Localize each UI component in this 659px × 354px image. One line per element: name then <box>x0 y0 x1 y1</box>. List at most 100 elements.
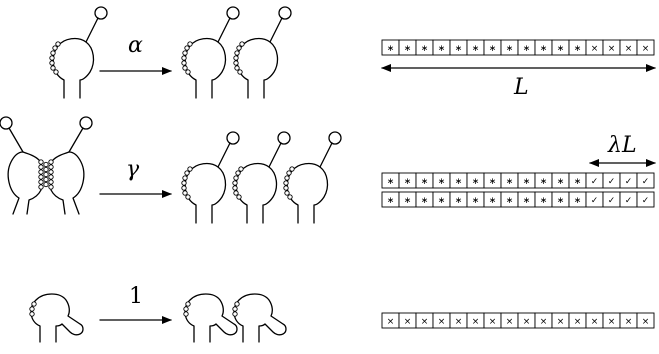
sequence-cell: × <box>483 312 502 329</box>
sequence-cell-symbol: × <box>608 317 616 327</box>
sequence-cell-symbol: × <box>540 317 548 327</box>
sequence-cell-symbol: ∗ <box>404 44 412 54</box>
sequence-cell-symbol: ∗ <box>574 196 582 206</box>
sequence-cell-symbol: ∗ <box>404 177 412 187</box>
sequence-cell: ∗ <box>432 172 451 189</box>
sequence-cell: × <box>534 312 553 329</box>
sequence-cell: ∗ <box>500 191 519 208</box>
sequence-cell-symbol: × <box>608 44 616 54</box>
sequence-cell-symbol: ∗ <box>557 196 565 206</box>
sequence-cell: ∗ <box>415 172 434 189</box>
sequence-strip: ∗∗∗∗∗∗∗∗∗∗∗∗✓✓✓✓ <box>381 191 655 208</box>
sequence-cell: ∗ <box>534 39 553 56</box>
sequence-cell: ∗ <box>381 191 400 208</box>
rate-label-gamma: γ <box>126 157 140 182</box>
length-label: L <box>513 75 529 100</box>
sequence-cell-symbol: × <box>642 44 650 54</box>
sequence-cell-symbol: × <box>472 317 480 327</box>
rate-label-alpha: α <box>128 33 143 58</box>
sequence-cell: ∗ <box>449 191 468 208</box>
sequence-cell-symbol: ∗ <box>421 177 429 187</box>
sequence-cell-symbol: ∗ <box>540 177 548 187</box>
sequence-cell: × <box>619 39 638 56</box>
sequence-cell: ✓ <box>585 172 604 189</box>
sequence-cell-symbol: ∗ <box>523 177 531 187</box>
sequence-cell: × <box>585 312 604 329</box>
sequence-cell-symbol: ✓ <box>591 177 599 187</box>
product-hairpin <box>283 131 342 224</box>
sequence-cell-symbol: ∗ <box>455 44 463 54</box>
sequence-cell-symbol: × <box>387 317 395 327</box>
sequence-cell: ∗ <box>568 191 587 208</box>
sequence-cell: × <box>551 312 570 329</box>
sequence-cell: ∗ <box>500 39 519 56</box>
sequence-cell: ∗ <box>551 191 570 208</box>
sequence-cell: ✓ <box>585 191 604 208</box>
sequence-cell-symbol: ∗ <box>421 44 429 54</box>
sequence-cell-symbol: ∗ <box>540 196 548 206</box>
sequence-cell-symbol: ∗ <box>574 44 582 54</box>
sequence-cell-symbol: × <box>421 317 429 327</box>
sequence-cell: × <box>636 312 655 329</box>
reactant-dimer <box>0 116 93 215</box>
product-hairpin <box>181 6 240 99</box>
sequence-cell-symbol: ∗ <box>472 44 480 54</box>
sequence-cell-symbol: × <box>404 317 412 327</box>
sequence-cell-symbol: ✓ <box>608 177 616 187</box>
sequence-cell-symbol: ∗ <box>455 196 463 206</box>
sequence-cell: × <box>517 312 536 329</box>
sequence-cell-symbol: × <box>455 317 463 327</box>
sequence-cell-symbol: ∗ <box>387 177 395 187</box>
sequence-cell: × <box>585 39 604 56</box>
sequence-cell: ∗ <box>551 39 570 56</box>
product-hairpin <box>232 131 291 224</box>
sequence-cell-symbol: × <box>574 317 582 327</box>
sequence-cell: × <box>602 39 621 56</box>
sequence-cell: ✓ <box>602 172 621 189</box>
sequence-strip: ∗∗∗∗∗∗∗∗∗∗∗∗×××× <box>381 39 655 56</box>
sequence-cell-symbol: ∗ <box>506 177 514 187</box>
sequence-cell: × <box>449 312 468 329</box>
sequence-cell: ∗ <box>568 172 587 189</box>
sequence-cell-symbol: × <box>489 317 497 327</box>
sequence-cell: × <box>636 39 655 56</box>
sequence-cell: ∗ <box>415 39 434 56</box>
sequence-cell-symbol: ∗ <box>489 177 497 187</box>
sequence-cell: ∗ <box>432 191 451 208</box>
sequence-cell: ∗ <box>466 172 485 189</box>
sequence-cell: × <box>415 312 434 329</box>
sequence-cell: × <box>381 312 400 329</box>
sequence-cell-symbol: ∗ <box>489 44 497 54</box>
sequence-cell: ∗ <box>466 191 485 208</box>
reaction-row-2: γ <box>0 116 342 224</box>
sequence-cell-symbol: ∗ <box>455 177 463 187</box>
sequence-cell-symbol: ∗ <box>506 44 514 54</box>
sequence-cell-symbol: ∗ <box>387 44 395 54</box>
sequence-cell: ✓ <box>636 191 655 208</box>
sequence-cell: ∗ <box>398 39 417 56</box>
sequence-cell-symbol: ✓ <box>625 196 633 206</box>
sequence-cell-symbol: ✓ <box>608 196 616 206</box>
sequence-cell: ∗ <box>449 39 468 56</box>
sequence-cell-symbol: × <box>523 317 531 327</box>
sequence-cell: ∗ <box>381 39 400 56</box>
sequence-cell: ∗ <box>534 191 553 208</box>
sequence-cell-symbol: ✓ <box>591 196 599 206</box>
sequence-cell-symbol: ∗ <box>421 196 429 206</box>
sequence-cell: ∗ <box>381 172 400 189</box>
sequence-cell-symbol: ∗ <box>472 196 480 206</box>
product-hairpin <box>233 6 292 99</box>
sequence-cell: ∗ <box>449 172 468 189</box>
sequence-cell: ∗ <box>398 172 417 189</box>
sequence-cell: × <box>432 312 451 329</box>
sequence-cell: ∗ <box>483 191 502 208</box>
sequence-cell-symbol: ∗ <box>574 177 582 187</box>
sequence-cell-symbol: ∗ <box>404 196 412 206</box>
sequence-cell: ∗ <box>534 172 553 189</box>
sequence-cell: ✓ <box>619 172 638 189</box>
sequence-cell-symbol: ∗ <box>523 44 531 54</box>
suffix-label: λL <box>607 133 637 158</box>
sequence-cell: ∗ <box>517 172 536 189</box>
reaction-row-3: 1 <box>29 284 287 343</box>
sequence-cell-symbol: ∗ <box>438 196 446 206</box>
